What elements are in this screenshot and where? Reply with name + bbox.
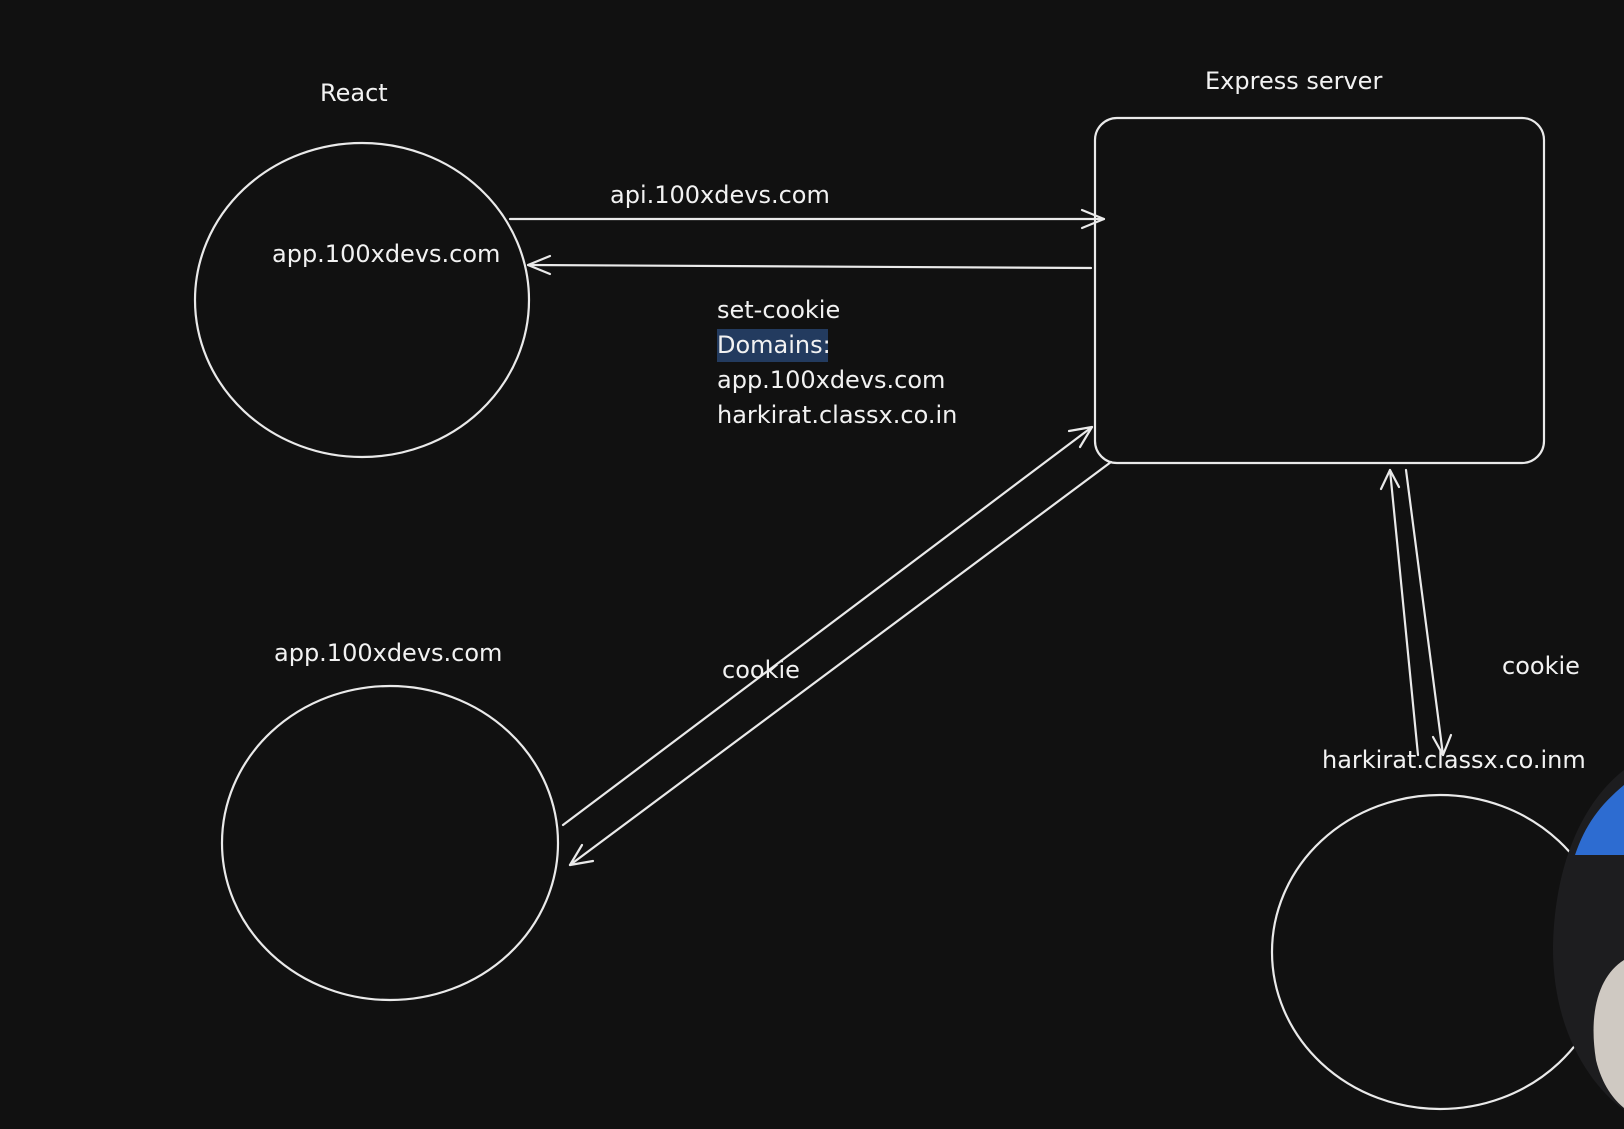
response-arrow-line xyxy=(526,263,1093,270)
react-client-circle[interactable] xyxy=(193,141,531,459)
third-arrow-up-head xyxy=(1379,468,1401,491)
cookie-arrow-up-line xyxy=(561,425,1094,827)
express-server-box[interactable] xyxy=(1093,116,1546,465)
third-arrow-down-head xyxy=(1431,733,1453,757)
request-arrowhead xyxy=(1080,208,1106,230)
webcam-overlay xyxy=(1552,770,1624,1110)
second-app-domain-label: app.100xdevs.com xyxy=(274,639,502,667)
set-cookie-label: set-cookie xyxy=(717,296,840,324)
cookie-arrow-down-line xyxy=(568,460,1113,867)
domain-entry-app: app.100xdevs.com xyxy=(717,366,945,394)
react-title: React xyxy=(320,79,388,107)
second-app-circle[interactable] xyxy=(220,684,560,1002)
api-domain-label: api.100xdevs.com xyxy=(610,181,830,209)
express-title: Express server xyxy=(1205,67,1382,95)
third-arrow-down-line xyxy=(1404,468,1445,757)
cookie-arrow-down-head xyxy=(568,843,595,867)
cookie-left-label: cookie xyxy=(722,656,800,684)
cookie-right-label: cookie xyxy=(1502,652,1580,680)
response-arrowhead xyxy=(526,254,552,276)
react-domain-label: app.100xdevs.com xyxy=(272,240,500,268)
third-domain-label: harkirat.classx.co.inm xyxy=(1322,746,1586,774)
domain-entry-harkirat: harkirat.classx.co.in xyxy=(717,401,957,429)
cookie-arrow-up-head xyxy=(1067,425,1094,449)
text-selection-highlight xyxy=(717,329,828,362)
third-arrow-up-line xyxy=(1388,468,1420,757)
domains-label: Domains: xyxy=(717,331,831,359)
